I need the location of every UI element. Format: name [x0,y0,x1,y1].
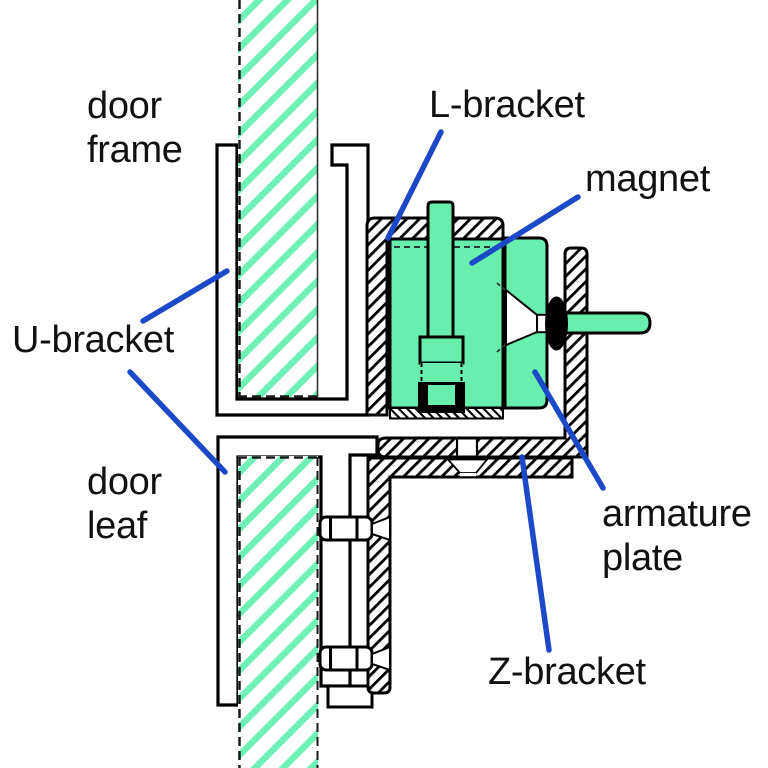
label-door-leaf: door leaf [87,461,162,547]
leader-armature-plate [532,369,606,491]
label-u-bracket: U-bracket [12,319,175,361]
leader-u-bracket-lower [127,369,228,475]
rubber-grommet [545,296,568,351]
screw-rod [548,311,652,335]
leader-magnet [469,194,581,266]
label-l-bracket: L-bracket [429,84,585,126]
label-door-frame: door frame [87,85,183,171]
door-leaf-glass [238,456,319,768]
countersunk-head-upper [371,515,391,542]
clamp-window [428,385,455,405]
fixing-bolt-upper [318,515,391,542]
leader-u-bracket-upper [140,268,230,324]
u-bracket-foot [326,684,374,709]
leader-l-bracket [385,129,444,241]
screw-hidden-section [420,363,463,382]
label-magnet: magnet [585,158,710,200]
door-frame-u-bracket [215,143,370,417]
countersunk-head-lower [371,645,391,672]
z-bracket-upper-angle [376,246,589,459]
screw-nut [418,335,465,365]
armature-plate [496,236,549,410]
fixing-bolt-lower [318,645,391,672]
leader-z-bracket [519,454,552,653]
door-frame-glass [238,0,319,398]
z-bracket-access-hole [457,439,477,456]
screw-shank-top [460,473,476,477]
armature-fixing-screw [545,296,652,351]
label-z-bracket: Z-bracket [488,651,646,693]
magnet-mounting-screw [418,200,465,413]
label-armature-plate: armature plate [602,493,752,579]
